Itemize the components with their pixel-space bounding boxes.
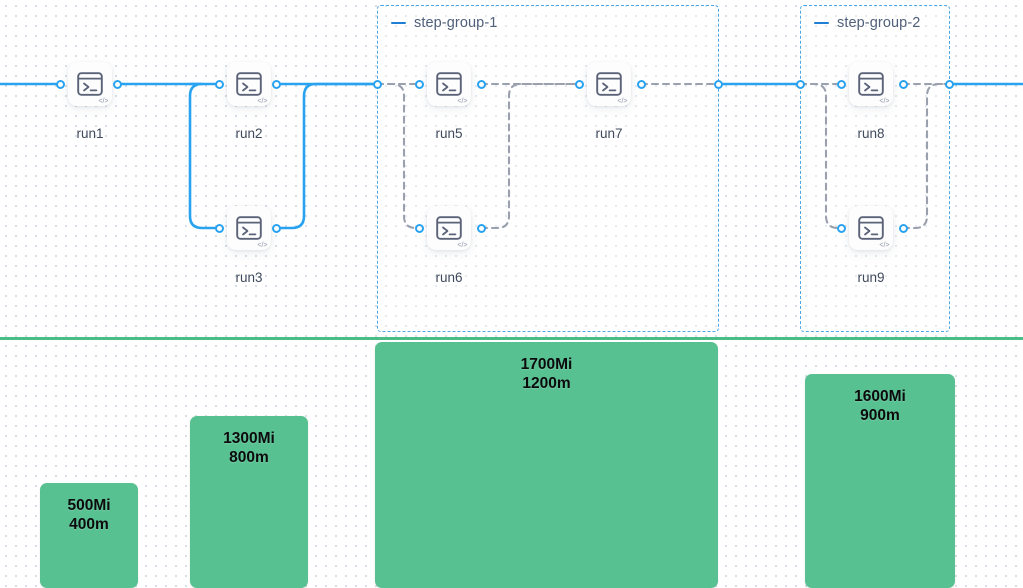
node-label-run7: run7 bbox=[595, 126, 623, 141]
handle-run5-in[interactable] bbox=[414, 79, 424, 89]
handle-run9-out[interactable] bbox=[898, 223, 908, 233]
node-run6[interactable]: </> bbox=[427, 206, 471, 250]
node-run3[interactable]: </> bbox=[227, 206, 271, 250]
group-label-step-group-1[interactable]: step-group-1 bbox=[391, 15, 497, 31]
resource-bar-2-label: 1300Mi 800m bbox=[223, 430, 275, 466]
node-label-run8: run8 bbox=[857, 126, 885, 141]
handle-run2-in[interactable] bbox=[214, 79, 224, 89]
node-label-run6: run6 bbox=[435, 270, 463, 285]
code-glyph-icon: </> bbox=[879, 241, 890, 249]
handle-group2-in[interactable] bbox=[795, 79, 805, 89]
handle-run6-out[interactable] bbox=[476, 223, 486, 233]
resource-bar-3[interactable]: 1700Mi 1200m bbox=[375, 342, 718, 588]
terminal-icon bbox=[858, 216, 884, 240]
handle-run7-out[interactable] bbox=[636, 79, 646, 89]
node-run9[interactable]: </> bbox=[849, 206, 893, 250]
terminal-icon bbox=[236, 216, 262, 240]
node-label-run2: run2 bbox=[235, 126, 263, 141]
node-run8[interactable]: </> bbox=[849, 62, 893, 106]
node-label-run9: run9 bbox=[857, 270, 885, 285]
code-glyph-icon: </> bbox=[617, 97, 628, 105]
node-label-run1: run1 bbox=[76, 126, 104, 141]
handle-run6-in[interactable] bbox=[414, 223, 424, 233]
group-title: step-group-2 bbox=[837, 15, 921, 31]
code-glyph-icon: </> bbox=[257, 97, 268, 105]
code-glyph-icon: </> bbox=[257, 241, 268, 249]
handle-run3-in[interactable] bbox=[214, 223, 224, 233]
code-glyph-icon: </> bbox=[457, 97, 468, 105]
node-label-run3: run3 bbox=[235, 270, 263, 285]
node-run1[interactable]: </> bbox=[68, 62, 112, 106]
node-run7[interactable]: </> bbox=[587, 62, 631, 106]
terminal-icon bbox=[596, 72, 622, 96]
node-run2[interactable]: </> bbox=[227, 62, 271, 106]
code-glyph-icon: </> bbox=[879, 97, 890, 105]
handle-run1-out[interactable] bbox=[112, 79, 122, 89]
group-title: step-group-1 bbox=[414, 15, 498, 31]
handle-group2-out[interactable] bbox=[944, 79, 954, 89]
handle-run5-out[interactable] bbox=[476, 79, 486, 89]
minus-icon[interactable] bbox=[391, 21, 406, 25]
edge-run3-group1 bbox=[274, 82, 379, 230]
terminal-icon bbox=[236, 72, 262, 96]
resource-bar-1-label: 500Mi 400m bbox=[67, 497, 111, 533]
code-glyph-icon: </> bbox=[457, 241, 468, 249]
handle-run2-out[interactable] bbox=[271, 79, 281, 89]
node-run5[interactable]: </> bbox=[427, 62, 471, 106]
terminal-icon bbox=[858, 72, 884, 96]
node-label-run5: run5 bbox=[435, 126, 463, 141]
minus-icon[interactable] bbox=[814, 21, 829, 25]
handle-run1-in[interactable] bbox=[55, 79, 65, 89]
terminal-icon bbox=[436, 216, 462, 240]
handle-group1-out[interactable] bbox=[713, 79, 723, 89]
group-label-step-group-2[interactable]: step-group-2 bbox=[814, 15, 920, 31]
resource-bar-3-label: 1700Mi 1200m bbox=[520, 356, 573, 392]
terminal-icon bbox=[77, 72, 103, 96]
section-divider bbox=[0, 337, 1023, 340]
resource-bar-2[interactable]: 1300Mi 800m bbox=[190, 416, 308, 588]
handle-run8-out[interactable] bbox=[898, 79, 908, 89]
edge-run1-run3 bbox=[188, 82, 221, 230]
handle-run3-out[interactable] bbox=[271, 223, 281, 233]
resource-bar-4[interactable]: 1600Mi 900m bbox=[805, 374, 955, 588]
resource-bar-4-label: 1600Mi 900m bbox=[854, 388, 906, 424]
resource-bar-1[interactable]: 500Mi 400m bbox=[40, 483, 138, 588]
terminal-icon bbox=[436, 72, 462, 96]
handle-run7-in[interactable] bbox=[574, 79, 584, 89]
handle-run8-in[interactable] bbox=[836, 79, 846, 89]
code-glyph-icon: </> bbox=[98, 97, 109, 105]
handle-run9-in[interactable] bbox=[836, 223, 846, 233]
handle-group1-in[interactable] bbox=[372, 79, 382, 89]
